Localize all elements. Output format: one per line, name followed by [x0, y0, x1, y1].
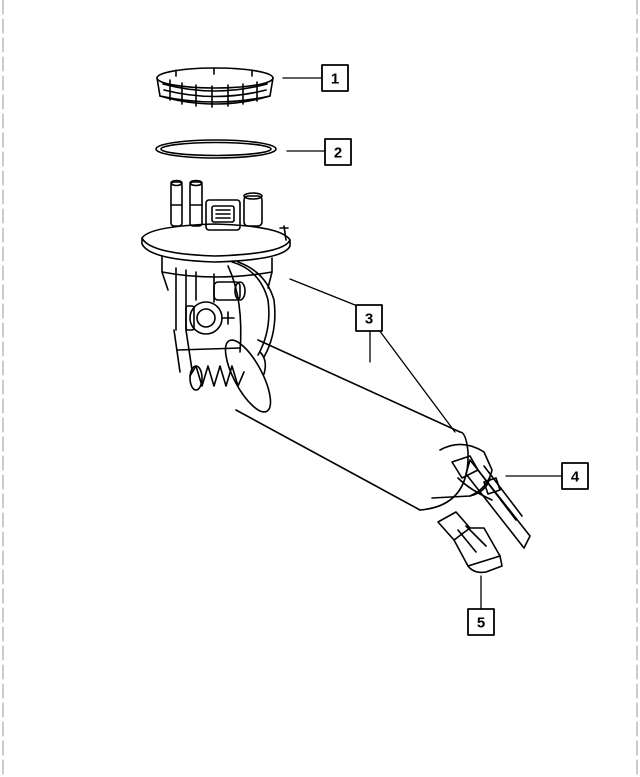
- callout-2: 2: [324, 138, 352, 166]
- callout-1-label: 1: [331, 71, 339, 88]
- callout-3: 3: [355, 304, 383, 332]
- callout-4: 4: [561, 462, 589, 490]
- callout-5: 5: [467, 608, 495, 636]
- o-ring-part: [155, 139, 277, 159]
- callout-2-label: 2: [334, 145, 342, 162]
- lock-ring-part: [156, 67, 274, 108]
- pump-module-part: [141, 179, 493, 511]
- callout-3-label: 3: [365, 311, 373, 328]
- sender-arm-part: [457, 459, 531, 549]
- callout-4-label: 4: [571, 469, 580, 486]
- leader-lines: [282, 77, 563, 611]
- inlet-filter-part: [437, 511, 503, 574]
- callout-5-label: 5: [477, 615, 485, 632]
- callout-1: 1: [321, 64, 349, 92]
